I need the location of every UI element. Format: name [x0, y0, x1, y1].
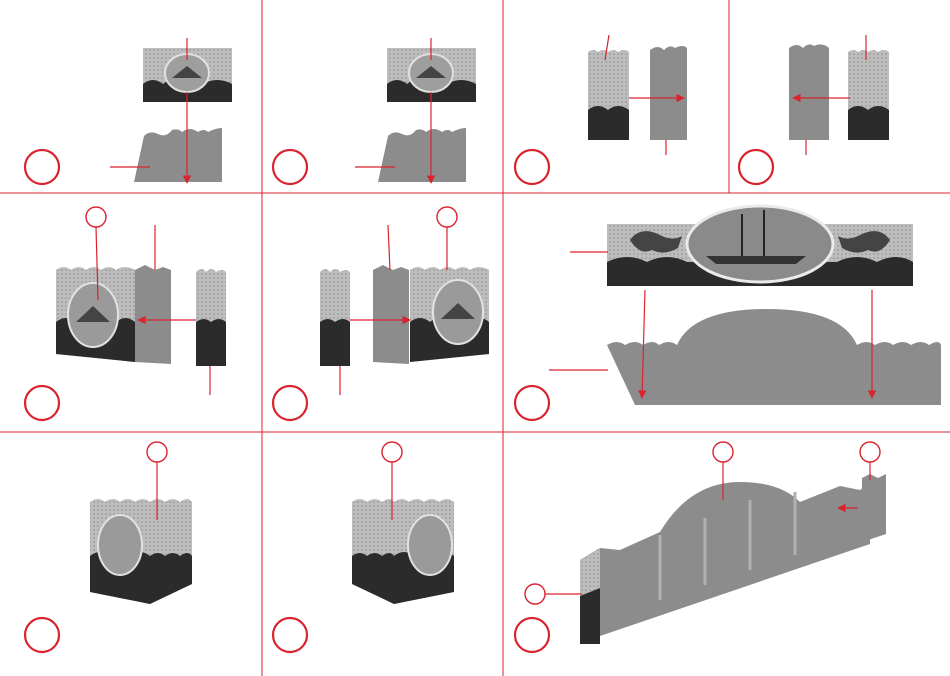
step-6-panel	[273, 207, 489, 420]
part-callout-circle	[147, 442, 167, 462]
step-5-panel	[25, 207, 226, 420]
step-number-circle-3	[515, 150, 549, 184]
step-number-circle-6	[273, 386, 307, 420]
plastic-end-strip	[862, 474, 886, 542]
plastic-strip	[650, 46, 687, 140]
part-callout-circle	[860, 442, 880, 462]
assembled-wall	[373, 265, 489, 364]
step-9-panel	[273, 442, 454, 652]
step-number-circle-8	[25, 618, 59, 652]
step-4-panel	[739, 35, 889, 184]
step-8-panel	[25, 442, 192, 652]
step-7-panel	[515, 206, 941, 420]
assembled-wall	[56, 265, 171, 364]
step-number-circle-2	[273, 150, 307, 184]
part-callout-circle	[86, 207, 106, 227]
printed-gable-banner	[607, 206, 913, 286]
gable-wall-perspective	[580, 482, 870, 644]
printed-strip	[588, 50, 629, 140]
step-number-circle-1	[25, 150, 59, 184]
part-callout-circle	[382, 442, 402, 462]
step-number-circle-9	[273, 618, 307, 652]
step-number-circle-7	[515, 386, 549, 420]
printed-strip	[320, 269, 350, 366]
part-callout-circle	[525, 584, 545, 604]
part-callout-circle	[713, 442, 733, 462]
plastic-gable-wall	[607, 309, 941, 405]
assembled-corner-wall	[352, 499, 454, 604]
printed-strip	[196, 269, 226, 366]
assembled-corner-wall	[90, 499, 192, 604]
step-10-panel	[515, 442, 886, 652]
step-3-panel	[515, 35, 687, 184]
step-number-circle-4	[739, 150, 773, 184]
part-callout-circle	[437, 207, 457, 227]
step-2-panel	[273, 38, 476, 184]
plastic-wall-part	[378, 128, 466, 182]
step-number-circle-5	[25, 386, 59, 420]
plastic-wall-part	[134, 128, 222, 182]
step-1-panel	[25, 38, 232, 184]
step-number-circle-10	[515, 618, 549, 652]
plastic-strip	[789, 44, 829, 140]
printed-strip	[848, 50, 889, 140]
